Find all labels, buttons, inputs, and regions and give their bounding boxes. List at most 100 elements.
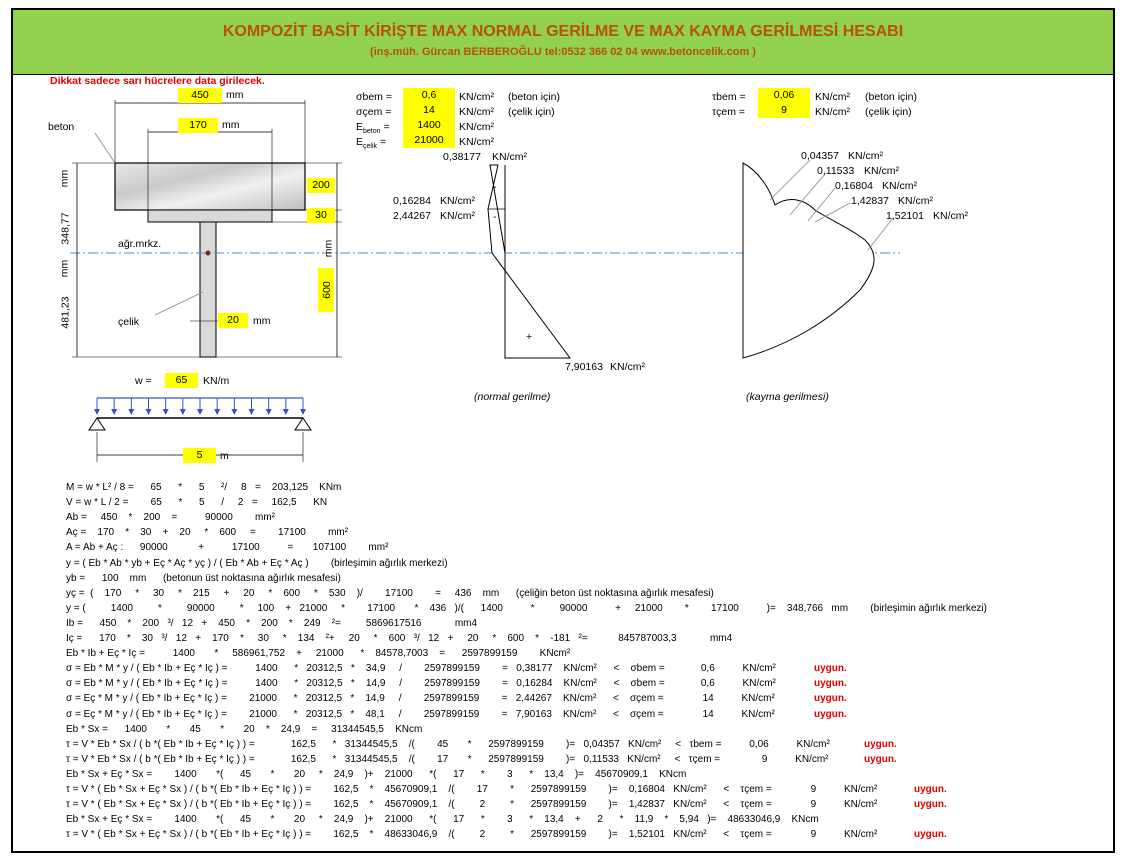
eb-input[interactable]: 1400 [403,118,455,133]
sbem-label: σbem = [356,91,392,103]
calc-line: A = Ab + Aç : 90000 + 17100 = 107100 mm² [66,542,389,554]
shear-value: 0,11533 [817,165,855,177]
shear-value: 1,42837 [851,195,889,207]
calc-line: Ab = 450 * 200 = 90000 mm² [66,512,275,524]
calc-line: Eb * Ib + Eç * Iç = 1400 * 586961,752 + … [66,648,571,660]
web-thickness-input[interactable]: 20 [218,313,248,328]
header-bar: KOMPOZİT BASİT KİRİŞTE MAX NORMAL GERİLM… [13,10,1113,75]
calc-line: τ = V * Eb * Sx / ( b *( Eb * Ib + Eç * … [66,738,830,750]
minus-sign: - [493,181,497,193]
unit-label: mm [226,89,244,101]
calc-line: Eb * Sx = 1400 * 45 * 20 * 24,9 = 313445… [66,723,423,735]
shear-value: 1,52101 [886,210,924,222]
unit-label: mm [58,169,71,188]
calc-line: Aç = 170 * 30 + 20 * 600 = 17100 mm² [66,527,349,539]
tcem-input[interactable]: 9 [758,103,810,118]
calc-line: τ = V * ( Eb * Sx + Eç * Sx ) / ( b *( E… [66,829,878,841]
unit-label: KN/cm² [815,106,850,118]
input-warning: Dikkat sadece sarı hücrelere data girile… [50,75,265,87]
unit-label: KN/cm² [459,91,494,103]
normal-value: 7,90163 [565,361,603,373]
sbem-input[interactable]: 0,6 [403,88,455,103]
dim-top-label: 348,77 [59,212,72,245]
tcem-label: τçem = [712,106,746,118]
unit-label: KN/cm² [459,106,494,118]
note-label: (çelik için) [508,106,555,118]
calc-line: σ = Eç * M * y / ( Eb * Ib + Eç * Iç ) =… [66,693,775,705]
unit-label: KN/cm² [440,195,475,207]
load-label: w = [135,375,152,387]
calc-line: τ = V * Eb * Sx / ( b *( Eb * Ib + Eç * … [66,753,829,765]
shear-caption: (kayma gerilmesi) [746,391,829,403]
shear-value: 0,04357 [801,150,839,162]
unit-label: KN/cm² [815,91,850,103]
calc-line: y = ( 1400 * 90000 * 100 + 21000 * 17100… [66,602,987,614]
check-ok-label: uygun. [914,829,947,841]
load-input[interactable]: 65 [165,373,198,388]
check-ok-label: uygun. [814,663,847,675]
unit-label: KN/cm² [459,136,494,148]
beton-height-input[interactable]: 200 [307,178,335,193]
unit-label: mm [58,259,71,278]
concrete-slab [114,162,306,211]
web-height-input[interactable]: 600 [318,268,334,312]
calc-line: Eb * Sx + Eç * Sx = 1400 *( 45 * 20 * 24… [66,768,687,780]
plus-sign: + [526,331,533,343]
normal-stress-diagram [487,164,571,359]
calc-line: y = ( Eb * Ab * yb + Eç * Aç * yç ) / ( … [66,557,448,569]
check-ok-label: uygun. [914,799,947,811]
ec-label: Eçelik = [356,136,387,151]
shear-stress-diagram [742,159,894,359]
flange-thickness-input[interactable]: 30 [307,208,335,223]
note-label: (beton için) [865,91,917,103]
normal-caption: (normal gerilme) [474,391,551,403]
sheet-frame: KOMPOZİT BASİT KİRİŞTE MAX NORMAL GERİLM… [11,8,1115,853]
calc-line: τ = V * ( Eb * Sx + Eç * Sx ) / ( b *( E… [66,799,878,811]
calc-line: σ = Eb * M * y / ( Eb * Ib + Eç * Iç ) =… [66,678,776,690]
web-height-value: 600 [320,281,333,299]
centroid-label: ağr.mrkz. [118,238,162,250]
span-input[interactable]: 5 [183,448,216,463]
steel-flange-width-input[interactable]: 170 [178,118,218,133]
unit-label: KN/cm² [882,180,917,192]
calc-line: Eb * Sx + Eç * Sx = 1400 *( 45 * 20 * 24… [66,814,819,826]
calc-line: M = w * L² / 8 = 65 * 5 ²/ 8 = 203,125 K… [66,482,342,493]
centroid-dot [205,250,211,256]
shear-value: 0,16804 [835,180,873,192]
unit-label: KN/cm² [610,361,645,373]
calc-line: Iç = 170 * 30 ³/ 12 + 170 * 30 * 134 ²+ … [66,633,733,644]
unit-label: mm [222,119,240,131]
unit-label: mm [253,315,271,327]
calc-line: σ = Eç * M * y / ( Eb * Ib + Eç * Iç ) =… [66,708,775,720]
unit-label: KN/cm² [492,151,527,163]
composite-section-drawing [70,100,900,358]
tbem-label: τbem = [712,91,746,103]
unit-label: KN/cm² [864,165,899,177]
normal-value: 2,44267 [393,210,431,222]
unit-label: KN/cm² [933,210,968,222]
unit-label: KN/cm² [440,210,475,222]
span-unit: m [220,450,229,462]
calc-line: yb = 100 mm (betonun üst noktasına ağırl… [66,572,341,584]
scem-label: σçem = [356,106,392,118]
unit-label: KN/cm² [848,150,883,162]
scem-input[interactable]: 14 [403,103,455,118]
calc-line: σ = Eb * M * y / ( Eb * Ib + Eç * Iç ) =… [66,663,776,675]
celik-label: çelik [118,316,140,328]
check-ok-label: uygun. [864,738,897,750]
tbem-input[interactable]: 0,06 [758,88,810,103]
beton-width-input[interactable]: 450 [178,88,222,103]
unit-label: KN/cm² [459,121,494,133]
check-ok-label: uygun. [814,708,847,720]
page-title: KOMPOZİT BASİT KİRİŞTE MAX NORMAL GERİLM… [222,23,904,40]
ec-input[interactable]: 21000 [403,133,455,148]
page-subtitle: (inş.müh. Gürcan BERBEROĞLU tel:0532 366… [370,46,756,58]
load-unit: KN/m [203,375,230,387]
steel-web [199,221,217,358]
note-label: (beton için) [508,91,560,103]
unit-label: mm [322,239,335,258]
normal-value: 0,16284 [393,195,431,207]
calc-line: V = w * L / 2 = 65 * 5 / 2 = 162,5 KN [66,497,328,509]
check-ok-label: uygun. [814,678,847,690]
check-ok-label: uygun. [914,784,947,795]
